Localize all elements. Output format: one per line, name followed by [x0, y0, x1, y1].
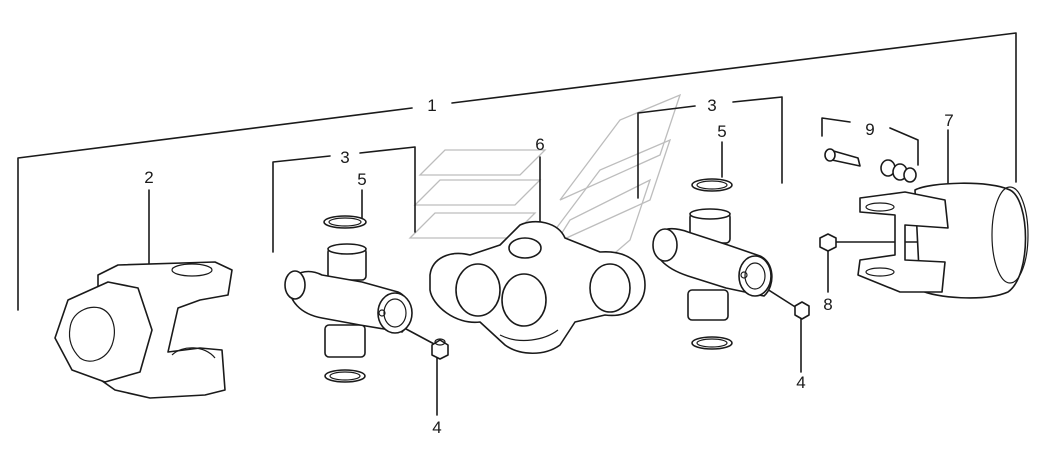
- bolt-set: [824, 148, 917, 183]
- label-spider-right: 3: [707, 96, 716, 115]
- spider-left: [284, 243, 413, 358]
- yoke-right: [857, 182, 1029, 299]
- label-spider-left: 3: [340, 148, 349, 167]
- center-housing: [429, 221, 646, 355]
- bracket-spider-left: [272, 146, 416, 253]
- snap-ring-right: [691, 178, 733, 350]
- label-yoke-right: 7: [944, 111, 953, 130]
- label-grease-nipple: 8: [823, 295, 832, 314]
- bracket-assembly: [17, 32, 1017, 311]
- label-center-housing: 6: [535, 135, 544, 154]
- snap-ring-left: [323, 215, 367, 383]
- bracket-spider-right: [637, 96, 783, 199]
- bracket-bolt-set: [821, 117, 919, 166]
- label-snap-ring-left: 5: [357, 170, 366, 189]
- spider-right: [652, 208, 773, 321]
- label-yoke-left: 2: [144, 168, 153, 187]
- label-bolt-set: 9: [865, 120, 874, 139]
- grease-nipple: [819, 233, 837, 252]
- label-grease-fitting-left: 4: [432, 418, 441, 437]
- label-grease-fitting-right: 4: [796, 373, 805, 392]
- grease-fitting-left: [431, 338, 449, 360]
- yoke-left: [54, 261, 233, 399]
- callout-labels: 1 2 3 5 4 6 3 5 4 7 8 9: [144, 96, 953, 437]
- label-assembly: 1: [427, 96, 436, 115]
- label-snap-ring-right: 5: [717, 122, 726, 141]
- grease-fitting-right: [794, 301, 810, 320]
